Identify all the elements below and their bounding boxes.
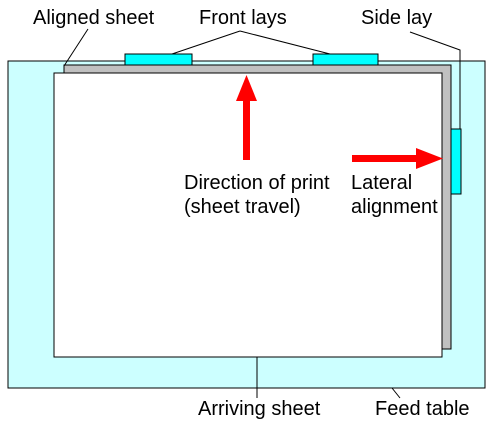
label-feed-table: Feed table bbox=[375, 398, 470, 420]
label-direction-line2: (sheet travel) bbox=[184, 196, 301, 218]
front-lays-leader-left bbox=[171, 30, 241, 55]
front-lay-right bbox=[312, 53, 379, 66]
aligned-sheet-leader bbox=[63, 28, 89, 67]
label-lateral-line2: alignment bbox=[351, 196, 438, 218]
side-lay-leader bbox=[409, 31, 461, 129]
lateral-arrow bbox=[352, 148, 443, 169]
label-lateral-line1: Lateral bbox=[351, 172, 412, 194]
label-front-lays: Front lays bbox=[199, 7, 287, 29]
direction-arrow bbox=[236, 75, 257, 160]
side-lay bbox=[450, 128, 462, 195]
label-side-lay: Side lay bbox=[361, 7, 432, 29]
label-direction-line1: Direction of print bbox=[184, 172, 330, 194]
label-aligned-sheet: Aligned sheet bbox=[33, 7, 155, 29]
front-lays-leader-right bbox=[239, 30, 331, 55]
front-lay-left bbox=[124, 53, 193, 66]
label-arriving-sheet: Arriving sheet bbox=[198, 398, 321, 420]
feed-table-leader bbox=[391, 387, 401, 399]
